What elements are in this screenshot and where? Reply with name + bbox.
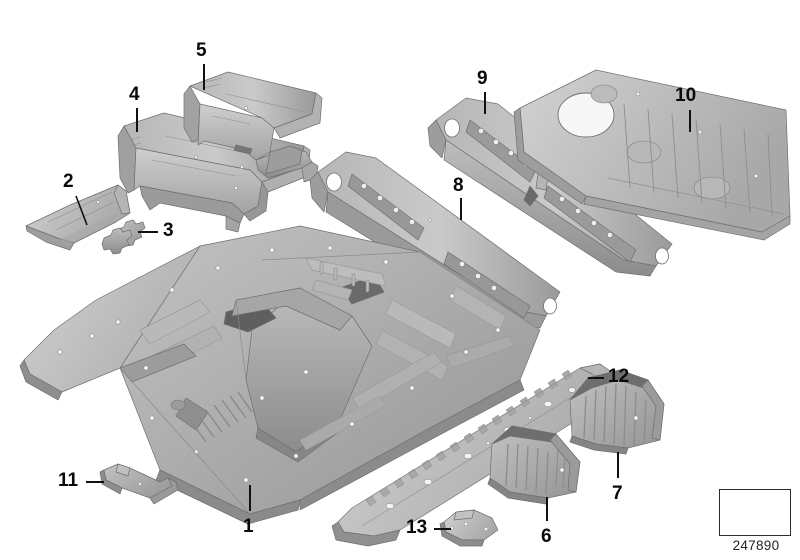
callout-1: 1 bbox=[243, 516, 254, 537]
callout-7: 7 bbox=[612, 483, 623, 504]
callout-11: 11 bbox=[58, 470, 79, 491]
part-3-cross-reinforcement bbox=[101, 219, 146, 255]
part-1-main-floor-pan bbox=[19, 225, 541, 525]
part-2-front-floor-cover-panel bbox=[25, 184, 131, 251]
callout-13: 13 bbox=[406, 517, 428, 538]
leader-1 bbox=[249, 485, 251, 511]
callout-8: 8 bbox=[453, 175, 464, 196]
callout-5: 5 bbox=[196, 40, 207, 61]
leader-12 bbox=[588, 377, 604, 379]
leader-6 bbox=[546, 497, 548, 521]
callout-2: 2 bbox=[63, 171, 74, 192]
callout-4: 4 bbox=[129, 84, 140, 105]
callout-12: 12 bbox=[608, 366, 630, 387]
leader-13 bbox=[434, 528, 451, 530]
leader-2 bbox=[75, 195, 88, 226]
watermark-number: 247890 bbox=[732, 538, 780, 553]
part-11-small-floor-bracket bbox=[99, 463, 179, 505]
part-10-rear-trunk-floor-panel bbox=[513, 69, 791, 241]
part-6-wheelhouse-bracket-left bbox=[487, 425, 581, 505]
leader-10 bbox=[689, 110, 691, 132]
part-5-seat-crossmember-right bbox=[183, 71, 323, 183]
leader-4 bbox=[136, 108, 138, 132]
leader-3 bbox=[138, 231, 158, 233]
leader-11 bbox=[86, 481, 104, 483]
callout-3: 3 bbox=[163, 220, 174, 241]
watermark-icon-box bbox=[719, 489, 791, 536]
callout-9: 9 bbox=[477, 68, 488, 89]
part-7-wheelhouse-bracket-right bbox=[569, 369, 665, 455]
callout-6: 6 bbox=[541, 526, 552, 547]
leader-5 bbox=[203, 64, 205, 90]
leader-9 bbox=[484, 92, 486, 114]
part-12-rocker-sill-panel bbox=[331, 363, 623, 547]
part-8-rear-crossmember-lower bbox=[309, 151, 561, 329]
leader-7 bbox=[617, 452, 619, 478]
callout-10: 10 bbox=[675, 85, 697, 106]
leader-8 bbox=[460, 198, 462, 220]
